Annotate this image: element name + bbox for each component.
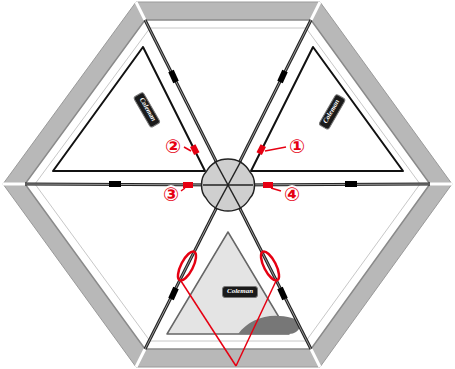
tent-roof (25, 20, 430, 349)
hub-cross (203, 161, 253, 209)
pointer-line (181, 281, 276, 366)
leader-line (181, 147, 286, 191)
window (53, 47, 205, 171)
brand-logo: Coleman (222, 286, 258, 298)
band-seams (3, 2, 452, 367)
highlight-ring (174, 249, 282, 283)
callout-mark (183, 144, 273, 188)
hub (202, 159, 255, 211)
tent-band (3, 2, 452, 367)
door-shadow (238, 316, 300, 334)
callout-number: ④ (284, 185, 300, 204)
callout-number: ① (289, 137, 305, 156)
spoke (25, 20, 430, 349)
callout-number: ③ (163, 185, 179, 204)
callout-number: ② (165, 137, 181, 156)
window (251, 47, 403, 171)
spoke-core (25, 20, 430, 349)
pole-clip (109, 71, 357, 299)
